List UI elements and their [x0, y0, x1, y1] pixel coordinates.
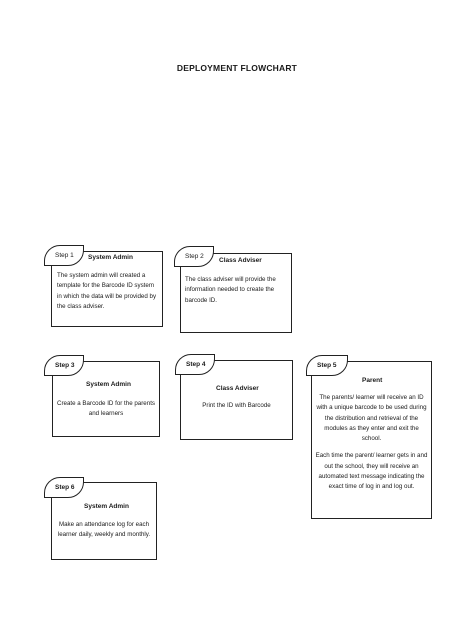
step-4-role: Class Adviser — [216, 385, 259, 392]
step-5-label: Step 5 — [317, 362, 337, 369]
page-title: DEPLOYMENT FLOWCHART — [176, 63, 298, 73]
step-4-label: Step 4 — [186, 361, 206, 368]
step-2-description: The class adviser will provide the infor… — [185, 276, 276, 304]
step-1-description: The system admin will created a template… — [57, 272, 157, 310]
step-6-label: Step 6 — [55, 484, 75, 491]
step-3-label: Step 3 — [55, 362, 75, 369]
step-1-label: Step 1 — [55, 252, 74, 259]
step-5-tag: Step 5 — [306, 355, 348, 376]
step-3-role: System Admin — [86, 381, 131, 388]
step-2-label: Step 2 — [185, 253, 204, 260]
step-5-box — [311, 361, 432, 519]
step-6-role: System Admin — [84, 503, 129, 510]
step-3-description: Create a Barcode ID for the parents and … — [56, 400, 156, 418]
step-5-role: Parent — [362, 377, 383, 384]
step-2-role: Class Adviser — [219, 257, 262, 264]
step-6-description: Make an attendance log for each learner … — [57, 521, 151, 539]
step-1-role: System Admin — [88, 254, 133, 261]
step-5-description: The parents/ learner will receive an ID … — [314, 393, 429, 493]
step-5-paragraph-1: The parents/ learner will receive an ID … — [316, 394, 427, 443]
step-4-description: Print the ID with Barcode — [202, 402, 271, 409]
step-2-tag: Step 2 — [174, 246, 214, 267]
step-5-paragraph-2: Each time the parent/ learner gets in an… — [315, 452, 428, 491]
